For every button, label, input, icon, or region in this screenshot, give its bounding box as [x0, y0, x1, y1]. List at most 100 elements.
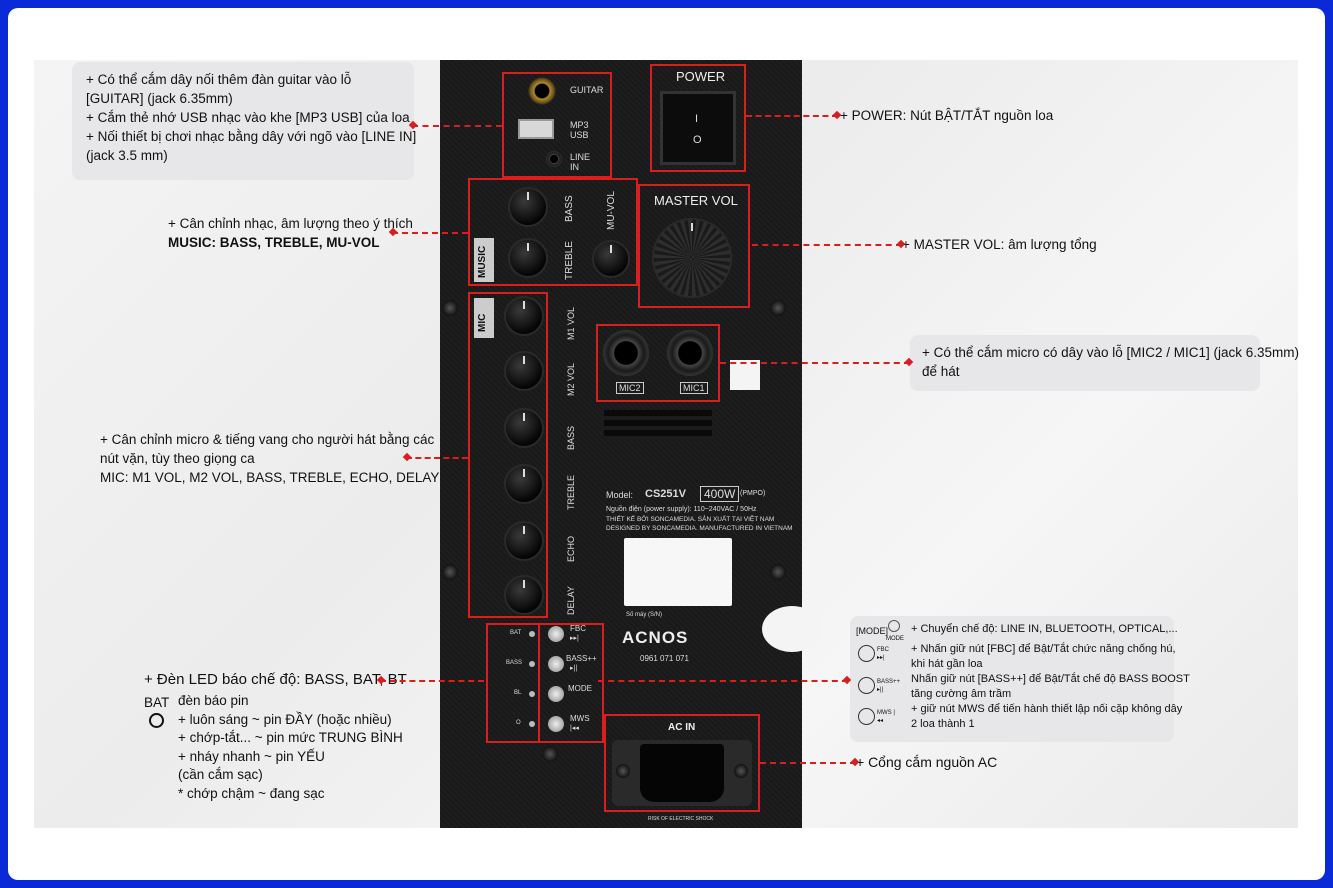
screw-icon	[770, 564, 786, 580]
mws-button-label: MWS	[570, 714, 590, 723]
music-treble-knob[interactable]	[508, 238, 548, 278]
note-line: đèn báo pin	[178, 693, 249, 708]
echo-knob[interactable]	[504, 521, 544, 561]
power-note: + POWER: Nút BẬT/TẮT nguồn loa	[840, 108, 1054, 123]
m1-vol-label: M1 VOL	[566, 306, 576, 340]
note-line: + Cắm thẻ nhớ USB nhạc vào khe [MP3 USB]…	[86, 110, 410, 125]
mic-bass-label: BASS	[566, 425, 576, 450]
music-bass-label: BASS	[564, 195, 575, 222]
mws-label: MWS |◂◂	[877, 710, 895, 724]
leader-line	[406, 457, 468, 459]
mic-treble-knob[interactable]	[504, 464, 544, 504]
mic-group	[468, 292, 548, 618]
echo-label: ECHO	[566, 535, 576, 562]
in-label: IN	[570, 162, 579, 172]
pmpo-label: (PMPO)	[740, 490, 766, 497]
line-label: LINE	[570, 152, 591, 162]
mic-label: MIC	[477, 313, 488, 332]
led-o	[529, 721, 535, 727]
led-bass	[529, 661, 535, 667]
power-switch[interactable]	[660, 91, 736, 165]
led-label-bass: BASS	[506, 660, 523, 666]
m1-vol-knob[interactable]	[504, 296, 544, 336]
fbc-label: FBC ▸▸|	[877, 647, 889, 661]
note-line: + luôn sáng ~ pin ĐẦY (hoặc nhiều)	[178, 711, 392, 727]
music-treble-label: TREBLE	[564, 241, 575, 280]
note-line: (cần cắm sạc)	[178, 767, 263, 782]
mode-button[interactable]	[548, 686, 564, 702]
note-line: + chớp-tắt... ~ pin mức TRUNG BÌNH	[178, 730, 403, 745]
mic2-label: MIC2	[616, 382, 644, 394]
delay-knob[interactable]	[504, 575, 544, 615]
note-line: + nháy nhanh ~ pin YẾU	[178, 748, 325, 764]
sticker	[730, 360, 760, 390]
guitar-usb-note: + Có thể cắm dây nối thêm đàn guitar vào…	[72, 62, 416, 180]
model-label: Model:	[606, 490, 634, 500]
music-note: + Cân chỉnh nhạc, âm lượng theo ý thích …	[168, 214, 413, 252]
mu-vol-knob[interactable]	[592, 240, 630, 278]
brand-logo: ACNOS	[622, 628, 689, 647]
note-line: (jack 3.5 mm)	[86, 148, 168, 163]
bass-boost-label: BASS++ ▸||	[877, 679, 901, 693]
led-label-o: O	[516, 720, 521, 726]
ac-socket-inner	[640, 744, 724, 802]
mic1-jack[interactable]	[667, 330, 713, 376]
mp3-label: MP3	[570, 120, 589, 130]
line-in-jack[interactable]	[546, 151, 562, 167]
m2-vol-knob[interactable]	[504, 351, 544, 391]
note-line: + Nhấn giữ nút [FBC] để Bật/Tắt chức năn…	[911, 643, 1176, 655]
screw-icon	[770, 300, 786, 316]
input-group	[502, 72, 612, 178]
ac-note: + Cổng cắm nguồn AC	[856, 754, 998, 770]
bass-boost-button-label: BASS++	[566, 654, 597, 663]
master-vol-knob[interactable]	[652, 218, 732, 298]
power-label: POWER	[676, 69, 726, 84]
mws-button[interactable]	[548, 716, 564, 732]
usb-port[interactable]	[518, 119, 554, 139]
wattage: 400W	[700, 486, 740, 502]
led-bat	[529, 631, 535, 637]
spec-designed-vn: THIẾT KẾ BỞI SONCAMEDIA. SẢN XUẤT TẠI VI…	[606, 516, 775, 523]
warning-label: RISK OF ELECTRIC SHOCK	[648, 816, 714, 822]
note-line: + Cân chỉnh nhạc, âm lượng theo ý thích	[168, 216, 413, 231]
spec-power: Nguồn điện (power supply): 110~240VAC / …	[606, 506, 757, 513]
master-vol-group	[638, 184, 750, 308]
usb-label: USB	[570, 130, 589, 140]
serial-label-area	[624, 538, 732, 606]
mode-text: + Chuyển chế độ: LINE IN, BLUETOOTH, OPT…	[911, 622, 1190, 732]
note-line: * chớp chậm ~ đang sạc	[178, 785, 325, 801]
fbc-button-label: FBC	[570, 624, 586, 633]
mode-icon	[888, 620, 900, 632]
panel-edge-cutout	[762, 606, 822, 652]
power-group	[650, 64, 746, 172]
note-line: + Chuyển chế độ: LINE IN, BLUETOOTH, OPT…	[911, 623, 1178, 635]
fbc-button[interactable]	[548, 626, 564, 642]
bass-boost-button[interactable]	[548, 656, 564, 672]
leader-line	[392, 232, 468, 234]
note-line: nút vặn, tùy theo giọng ca	[100, 451, 255, 466]
note-line: + Cân chỉnh micro & tiếng vang cho người…	[100, 432, 435, 447]
fbc-icon	[858, 645, 875, 662]
hotline: 0961 071 071	[640, 654, 689, 663]
mic2-jack[interactable]	[603, 330, 649, 376]
leader-line	[720, 362, 910, 364]
leader-line	[752, 244, 902, 246]
screw-icon	[442, 300, 458, 316]
mu-vol-label: MU-VOL	[606, 191, 617, 230]
screw-icon	[616, 764, 630, 778]
mws-icon	[858, 708, 875, 725]
bat-note: đèn báo pin + luôn sáng ~ pin ĐẦY (hoặc …	[178, 692, 403, 803]
note-line: + giữ nút MWS để tiến hành thiết lập nối…	[911, 703, 1183, 715]
note-line: + Có thể cắm dây nối thêm đàn guitar vào…	[86, 72, 352, 87]
note-line: MIC: M1 VOL, M2 VOL, BASS, TREBLE, ECHO,…	[100, 470, 440, 485]
delay-label: DELAY	[566, 586, 576, 615]
guitar-jack[interactable]	[528, 77, 556, 105]
mic-bass-knob[interactable]	[504, 408, 544, 448]
music-group	[468, 178, 638, 286]
mws-button-glyph: |◂◂	[570, 725, 579, 732]
master-vol-label: MASTER VOL	[654, 193, 738, 208]
music-bass-knob[interactable]	[508, 187, 548, 227]
power-off-mark: O	[693, 134, 702, 146]
leader-line	[598, 680, 848, 682]
led-bl	[529, 691, 535, 697]
